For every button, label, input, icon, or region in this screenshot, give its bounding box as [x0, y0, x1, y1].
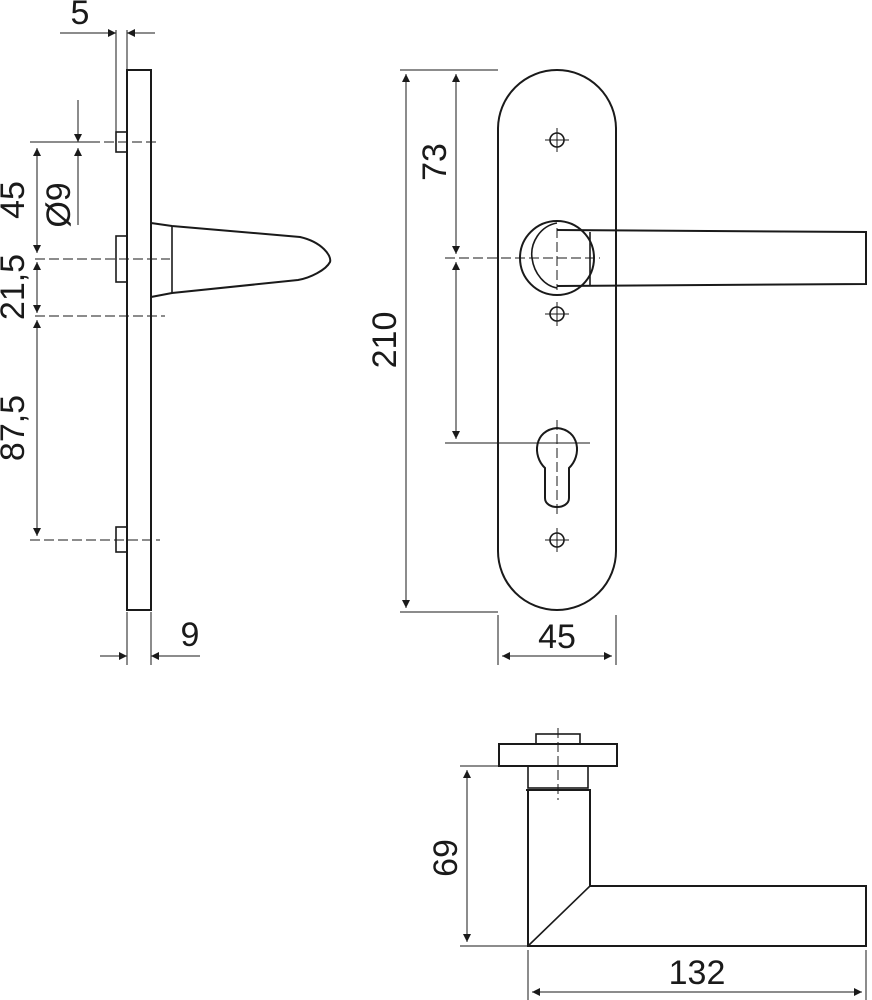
front-backplate: [497, 69, 617, 611]
side-view: 5 45 Ø9 21,5 87,5 9: [0, 0, 332, 665]
side-handle: [150, 221, 332, 299]
bottom-rose: [527, 765, 589, 789]
dim-bottom-length: 132: [669, 954, 726, 992]
dim-side-plate-depth: 9: [181, 616, 200, 654]
front-screw-top: [545, 128, 569, 152]
dim-side-hole-diameter: Ø9: [40, 182, 78, 227]
bottom-view: 69 132: [427, 728, 867, 1000]
dim-front-handle-axis: 73: [416, 143, 454, 181]
dim-side-mid-gap: 21,5: [0, 254, 32, 320]
dim-side-rose-height: 45: [0, 181, 32, 219]
front-view: 73 210 45: [366, 69, 867, 665]
front-screw-bottom: [545, 528, 569, 552]
dim-bottom-height: 69: [427, 839, 465, 877]
dim-front-total-height: 210: [366, 312, 404, 369]
dim-front-plate-width: 45: [538, 618, 576, 656]
dim-side-top-offset: 5: [71, 0, 90, 32]
front-lever: [556, 229, 867, 287]
dim-side-lower-gap: 87,5: [0, 395, 32, 461]
bottom-lever: [527, 789, 867, 947]
side-plate: [126, 69, 152, 611]
front-screw-mid: [545, 302, 569, 326]
